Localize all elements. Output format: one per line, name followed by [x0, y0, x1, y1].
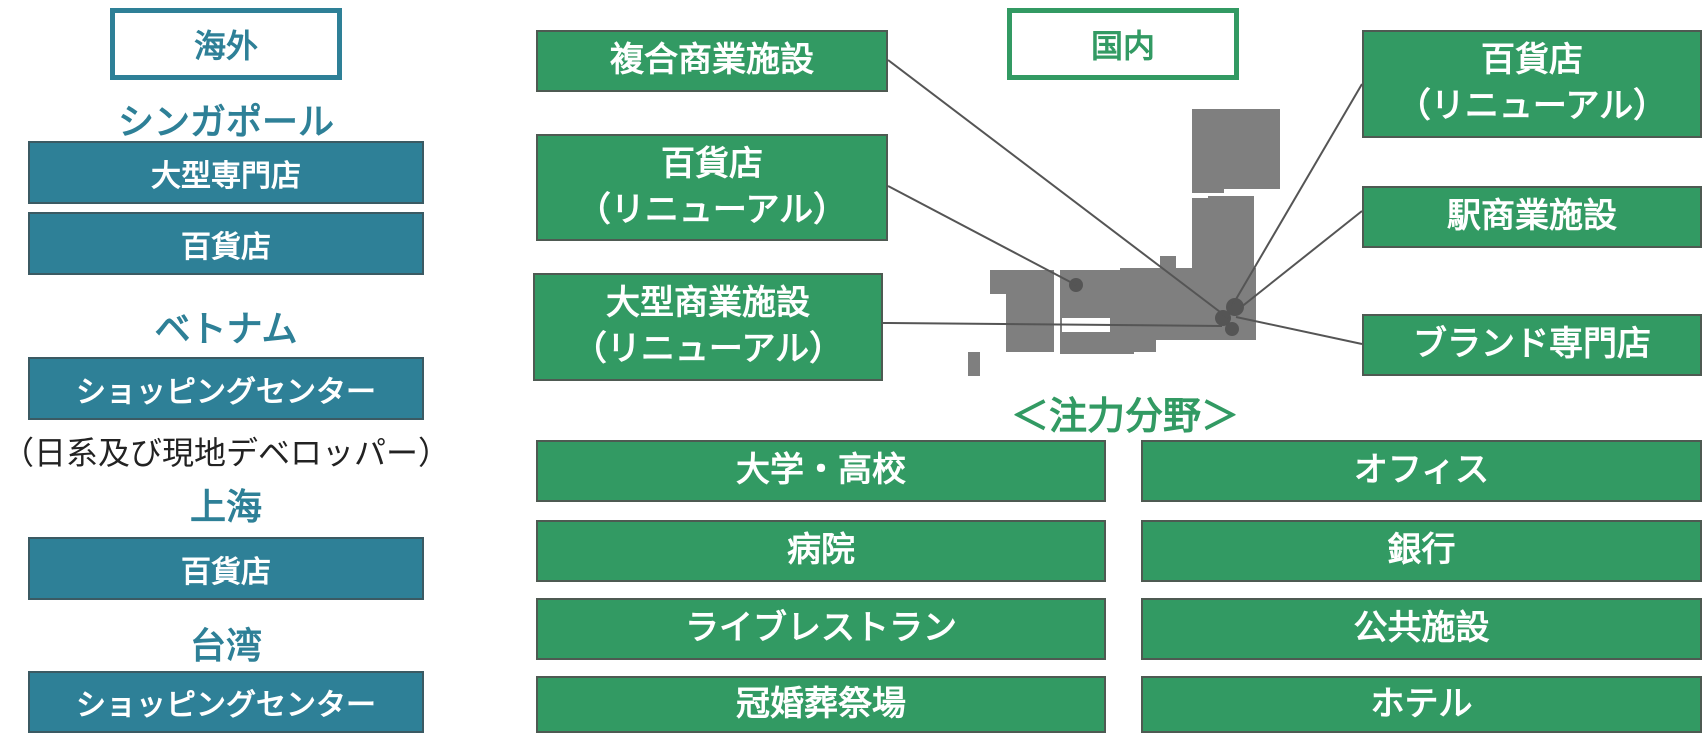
domestic-right-box-brand-store: ブランド専門店 [1362, 314, 1702, 376]
domestic-right-box-station-commercial: 駅商業施設 [1362, 186, 1702, 248]
connector-department-store-right [1231, 83, 1363, 307]
box-line2: （リニューアル） [1396, 86, 1668, 126]
connector-large-commercial [882, 322, 1223, 327]
focus-right-item: 公共施設 [1141, 598, 1702, 660]
connector-station-commercial [1239, 210, 1363, 309]
box-line1: ブランド専門店 [1413, 324, 1651, 365]
map-hokkaido-south [1192, 185, 1224, 193]
overseas-header: 海外 [110, 8, 342, 80]
singapore-item-department-store: 百貨店 [28, 212, 424, 275]
map-okinawa [968, 352, 980, 376]
focus-right-item: 銀行 [1141, 520, 1702, 582]
box-line1: 百貨店 [1481, 40, 1583, 81]
box-line1: 大型商業施設 [606, 283, 810, 324]
singapore-title: シンガポール [117, 102, 334, 143]
shanghai-item-department-store: 百貨店 [28, 537, 424, 600]
vietnam-item-shopping-center: ショッピングセンター [28, 357, 424, 420]
map-dot-tokyo-2 [1215, 310, 1231, 326]
domestic-header-label: 国内 [1090, 27, 1155, 65]
focus-left-item: 病院 [536, 520, 1106, 582]
taiwan-item-shopping-center: ショッピングセンター [28, 671, 424, 733]
domestic-left-box-large-commercial: 大型商業施設 （リニューアル） [533, 273, 883, 381]
domestic-right-box-department-store: 百貨店 （リニューアル） [1362, 30, 1702, 138]
focus-right-item: ホテル [1141, 676, 1702, 733]
map-tohoku-east [1208, 196, 1254, 216]
connector-department-store-left [887, 185, 1077, 286]
connector-brand-store [1235, 316, 1363, 345]
box-line2: （リニューアル） [572, 329, 844, 369]
domestic-left-box-department-store: 百貨店 （リニューアル） [536, 134, 888, 241]
map-kansai-south [1116, 330, 1156, 352]
map-hokkaido [1192, 109, 1280, 189]
map-dot-tokyo-1 [1226, 298, 1244, 316]
focus-left-item: 冠婚葬祭場 [536, 676, 1106, 733]
box-line1: 駅商業施設 [1447, 196, 1617, 237]
map-dot-tokyo-3 [1225, 322, 1239, 336]
box-line2: （リニューアル） [576, 189, 848, 230]
focus-title: ＜注力分野＞ [1010, 393, 1239, 438]
vietnam-title: ベトナム [154, 308, 298, 350]
domestic-left-box-complex-commercial: 複合商業施設 [536, 30, 888, 92]
overseas-header-label: 海外 [193, 27, 258, 65]
map-hokuriku [1160, 256, 1176, 276]
focus-right-item: オフィス [1141, 440, 1702, 502]
singapore-item-large-specialty-store: 大型専門店 [28, 141, 424, 204]
map-kyushu-west [990, 270, 1010, 294]
taiwan-title: 台湾 [189, 626, 262, 667]
map-kyushu [1006, 270, 1054, 352]
box-line1: 複合商業施設 [610, 40, 814, 81]
box-line1: 百貨店 [661, 143, 763, 184]
connector-complex-commercial [887, 59, 1229, 319]
shanghai-title: 上海 [189, 487, 262, 528]
vietnam-note: （日系及び現地デベロッパー） [1, 434, 450, 472]
domestic-header: 国内 [1007, 8, 1239, 80]
focus-left-item: 大学・高校 [536, 440, 1106, 502]
focus-left-item: ライブレストラン [536, 598, 1106, 660]
